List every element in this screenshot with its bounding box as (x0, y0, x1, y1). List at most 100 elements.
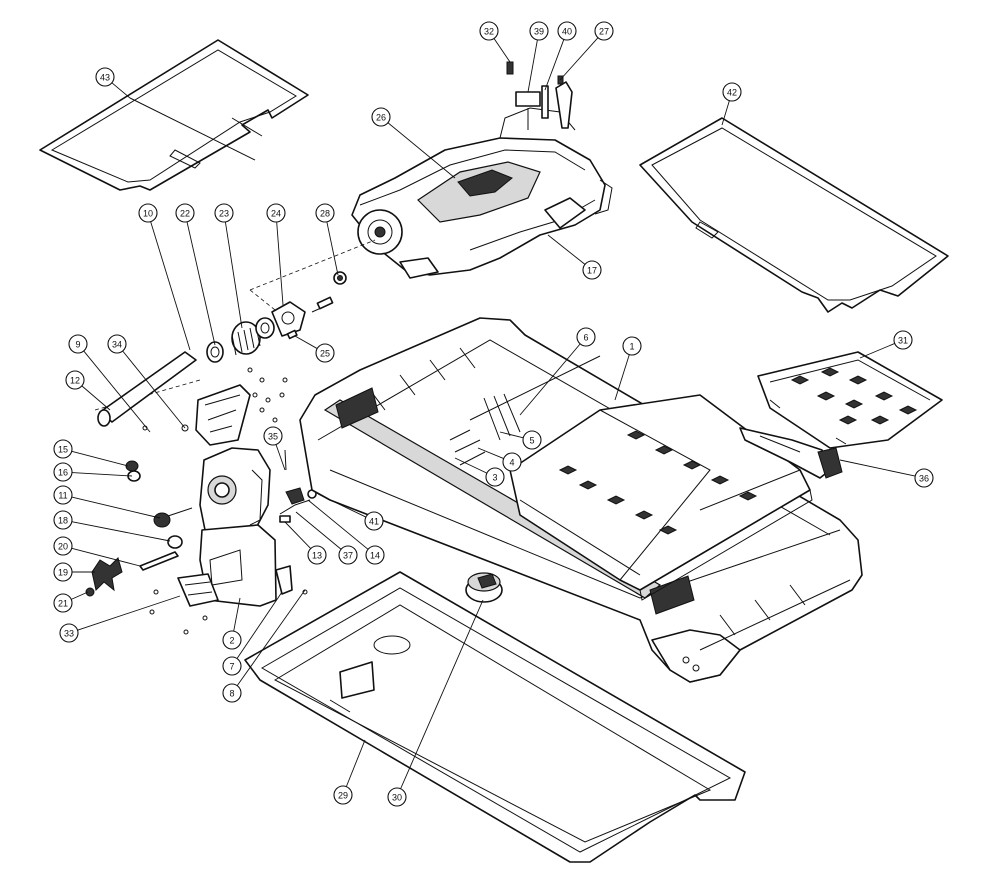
callout-30: 30 (387, 787, 407, 807)
callout-13: 13 (307, 545, 327, 565)
callout-number: 4 (509, 458, 514, 468)
callout-32: 32 (479, 21, 499, 41)
callout-10: 10 (138, 203, 158, 223)
callout-number: 25 (320, 349, 330, 359)
callout-circle (502, 452, 522, 472)
callout-37: 37 (338, 545, 358, 565)
sliding-table (449, 393, 813, 601)
callout-35: 35 (263, 426, 283, 446)
leader-line (493, 38, 511, 63)
callout-16: 16 (53, 462, 73, 482)
callout-circle (222, 656, 242, 676)
callout-number: 1 (629, 342, 634, 352)
leader-line (233, 597, 241, 632)
shaft-assembly (94, 239, 376, 427)
leader-line (71, 547, 141, 567)
leader-line (236, 591, 283, 659)
callout-number: 3 (492, 473, 497, 483)
callout-11: 11 (53, 485, 73, 505)
leader-line (83, 350, 151, 433)
leader-line (454, 457, 488, 474)
callout-number: 21 (58, 599, 68, 609)
callout-circle (222, 683, 242, 703)
leader-line (839, 459, 916, 477)
callout-number: 9 (75, 340, 80, 350)
leader-line (326, 221, 339, 276)
leader-line (527, 39, 538, 93)
callout-34: 34 (107, 334, 127, 354)
callout-42: 42 (722, 82, 742, 102)
callout-circle (364, 511, 384, 531)
leader-line (150, 221, 191, 351)
callout-number: 24 (271, 209, 281, 219)
leader-line (224, 221, 243, 329)
callout-17: 17 (582, 260, 602, 280)
callout-circle (338, 545, 358, 565)
leader-line (307, 499, 369, 550)
leader-line (345, 739, 366, 787)
callout-circle (95, 67, 115, 87)
callout-number: 26 (376, 113, 386, 123)
leader-line (81, 385, 111, 411)
leader-line (544, 39, 565, 91)
callout-circle (576, 327, 596, 347)
callout-number: 36 (919, 474, 929, 484)
callout-circle (53, 593, 73, 613)
leader-line (71, 472, 133, 477)
callout-40: 40 (557, 21, 577, 41)
leader-line (276, 221, 284, 306)
leader-line (236, 589, 306, 686)
leader-line (614, 354, 630, 401)
callout-circle (65, 370, 85, 390)
leader-line (859, 343, 895, 359)
callout-27: 27 (594, 21, 614, 41)
leader-line (71, 496, 161, 519)
callout-circle (914, 468, 934, 488)
callout-number: 34 (112, 340, 122, 350)
callout-21: 21 (53, 593, 73, 613)
callout-circle (263, 426, 283, 446)
side-table (757, 351, 943, 449)
callout-circle (107, 334, 127, 354)
water-tray (244, 571, 746, 863)
callout-circle (53, 562, 73, 582)
callout-number: 31 (898, 336, 908, 346)
callout-circle (522, 430, 542, 450)
callout-number: 6 (583, 333, 588, 343)
callout-number: 13 (312, 551, 322, 561)
callout-number: 33 (64, 629, 74, 639)
leader-line (111, 82, 131, 99)
callout-circle (582, 260, 602, 280)
callout-number: 28 (320, 209, 330, 219)
callout-number: 8 (229, 689, 234, 699)
callout-number: 30 (392, 793, 402, 803)
water-pump (465, 572, 503, 603)
small-parts-left (85, 449, 317, 635)
extension-frame-right (639, 117, 949, 313)
callout-number: 14 (370, 551, 380, 561)
callout-circle (529, 21, 549, 41)
callout-circle (371, 107, 391, 127)
callout-14: 14 (365, 545, 385, 565)
callout-28: 28 (315, 203, 335, 223)
callout-circle (53, 462, 73, 482)
callout-1: 1 (622, 336, 642, 356)
callout-number: 2 (229, 636, 234, 646)
callout-number: 17 (587, 266, 597, 276)
blade-guard-assembly (142, 367, 288, 607)
callout-number: 40 (562, 27, 572, 37)
callout-9: 9 (68, 334, 88, 354)
callout-circle (68, 334, 88, 354)
callout-29: 29 (333, 785, 353, 805)
callout-circle (53, 510, 73, 530)
callout-19: 19 (53, 562, 73, 582)
leader-line (400, 599, 484, 789)
callout-circle (138, 203, 158, 223)
leader-line (77, 595, 181, 631)
motor-housing (351, 107, 613, 279)
callout-36: 36 (914, 468, 934, 488)
callout-circle (594, 21, 614, 41)
callout-circle (266, 203, 286, 223)
leader-line (275, 444, 286, 471)
